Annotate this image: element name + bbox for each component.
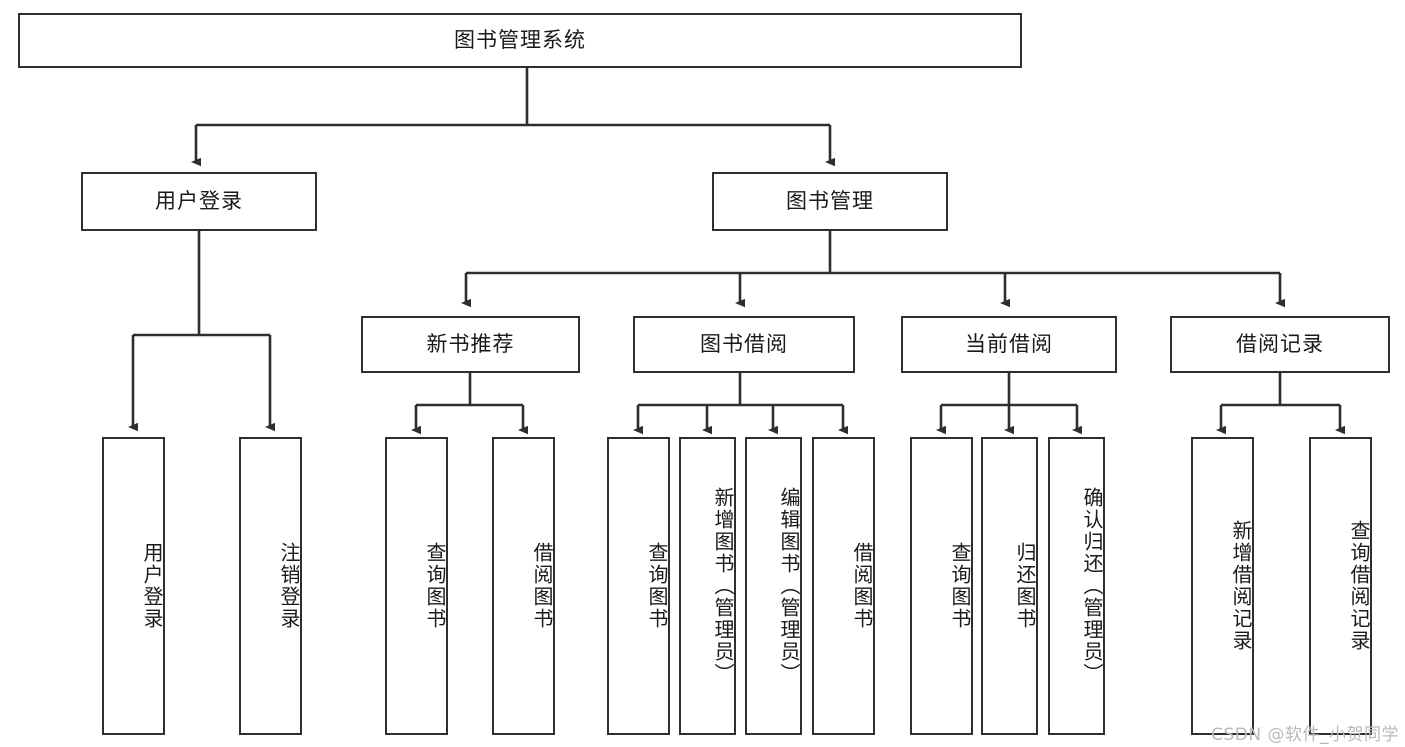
node-book-management[interactable]: 图书管理 — [712, 172, 948, 231]
leaf-label: 借阅图书 — [850, 542, 874, 630]
leaf-record-add-record[interactable]: 新增借阅记录 — [1191, 437, 1254, 735]
leaf-current-confirm-return-admin[interactable]: 确认归还（管理员） — [1048, 437, 1105, 735]
leaf-label: 查询图书 — [423, 542, 447, 630]
node-user-login[interactable]: 用户登录 — [81, 172, 317, 231]
leaf-label: 归还图书 — [1013, 542, 1037, 630]
leaf-borrow-query-book[interactable]: 查询图书 — [607, 437, 670, 735]
leaf-current-return-book[interactable]: 归还图书 — [981, 437, 1038, 735]
leaf-label: 新增借阅记录 — [1229, 520, 1253, 652]
leaf-label: 查询借阅记录 — [1347, 520, 1371, 652]
leaf-borrow-edit-book-admin[interactable]: 编辑图书（管理员） — [745, 437, 802, 735]
node-new-book-recommend[interactable]: 新书推荐 — [361, 316, 580, 373]
leaf-user-login[interactable]: 用户登录 — [102, 437, 165, 735]
leaf-recommend-query-book[interactable]: 查询图书 — [385, 437, 448, 735]
node-borrow-record[interactable]: 借阅记录 — [1170, 316, 1390, 373]
node-root[interactable]: 图书管理系统 — [18, 13, 1022, 68]
watermark: CSDN @软件_小贺同学 — [1211, 725, 1399, 745]
leaf-label: 编辑图书（管理员） — [777, 487, 801, 685]
leaf-label: 确认归还（管理员） — [1080, 487, 1104, 685]
leaf-borrow-add-book-admin[interactable]: 新增图书（管理员） — [679, 437, 736, 735]
leaf-borrow-borrow-book[interactable]: 借阅图书 — [812, 437, 875, 735]
leaf-record-query-record[interactable]: 查询借阅记录 — [1309, 437, 1372, 735]
leaf-label: 查询图书 — [948, 542, 972, 630]
leaf-label: 查询图书 — [645, 542, 669, 630]
leaf-user-logout[interactable]: 注销登录 — [239, 437, 302, 735]
leaf-label: 注销登录 — [277, 542, 301, 630]
node-book-borrow[interactable]: 图书借阅 — [633, 316, 855, 373]
node-current-borrow[interactable]: 当前借阅 — [901, 316, 1117, 373]
leaf-current-query-book[interactable]: 查询图书 — [910, 437, 973, 735]
leaf-label: 借阅图书 — [530, 542, 554, 630]
leaf-label: 用户登录 — [140, 542, 164, 630]
leaf-label: 新增图书（管理员） — [711, 487, 735, 685]
leaf-recommend-borrow-book[interactable]: 借阅图书 — [492, 437, 555, 735]
